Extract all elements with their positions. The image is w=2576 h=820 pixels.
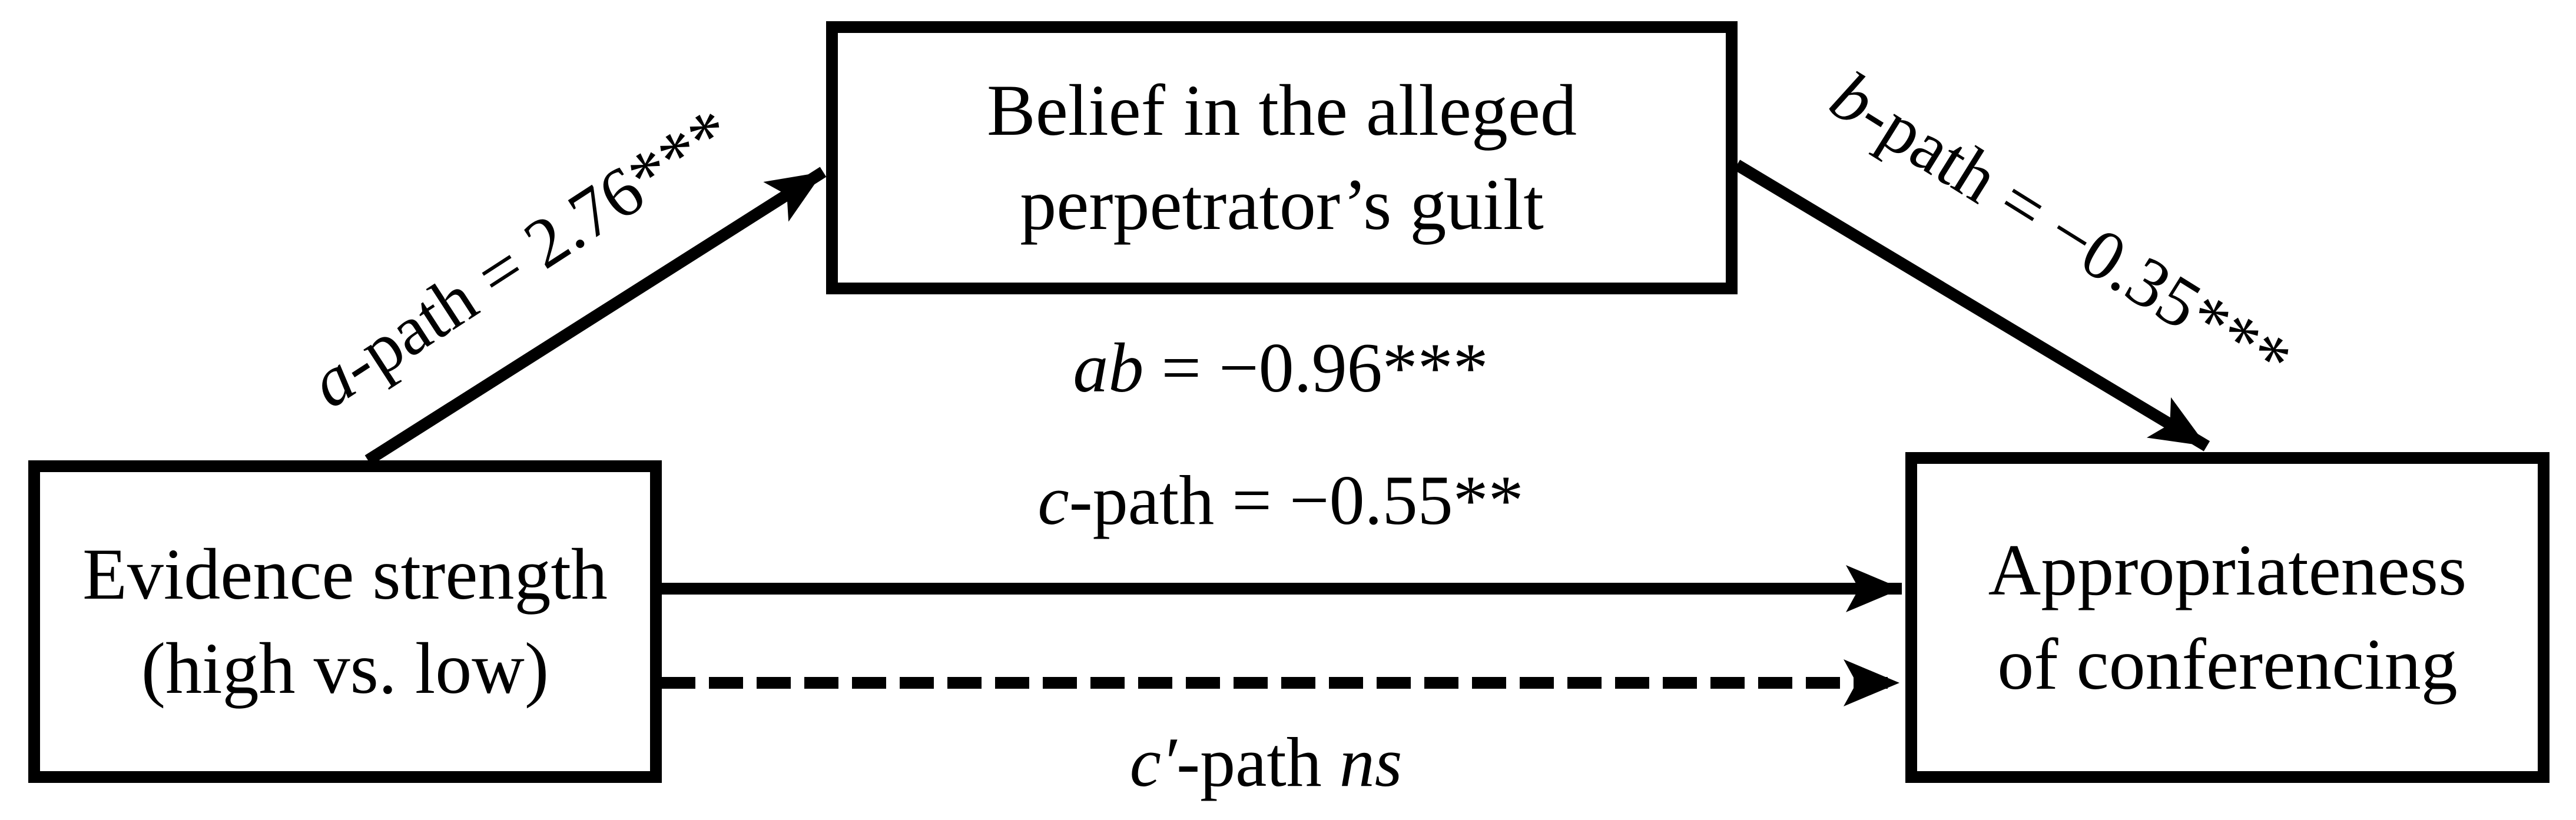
predictor-label-line1: Evidence strength xyxy=(82,534,608,615)
c-prime-path-label: c′-path ns xyxy=(1130,724,1403,801)
ab-indirect-effect-label: ab = −0.96*** xyxy=(1073,330,1488,406)
outcome-label-line2: of conferencing xyxy=(1997,624,2458,705)
predictor-box: Evidence strength (high vs. low) xyxy=(28,460,662,783)
c-path-coefficient-italic: c xyxy=(1037,461,1069,539)
mediator-label-line1: Belief in the alleged xyxy=(987,70,1577,151)
c-path-label: c-path = −0.55** xyxy=(1037,462,1523,539)
c-prime-ns-italic: ns xyxy=(1339,723,1403,801)
predictor-label-line2: (high vs. low) xyxy=(141,628,549,709)
c-prime-path-text: -path xyxy=(1176,723,1340,801)
mediator-box: Belief in the alleged perpetrator’s guil… xyxy=(826,21,1738,294)
b-path-arrow xyxy=(1733,160,2210,452)
c-path-coefficient-value: -path = −0.55** xyxy=(1069,461,1524,539)
c-prime-italic: c′ xyxy=(1129,723,1177,801)
mediator-label-line2: perpetrator’s guilt xyxy=(1020,164,1544,245)
a-path-arrow xyxy=(364,167,827,466)
ab-coefficient-italic: ab xyxy=(1073,328,1144,407)
outcome-box: Appropriateness of conferencing xyxy=(1905,452,2550,783)
outcome-label-line1: Appropriateness xyxy=(1988,530,2467,610)
ab-coefficient-value: = −0.96*** xyxy=(1143,328,1488,407)
